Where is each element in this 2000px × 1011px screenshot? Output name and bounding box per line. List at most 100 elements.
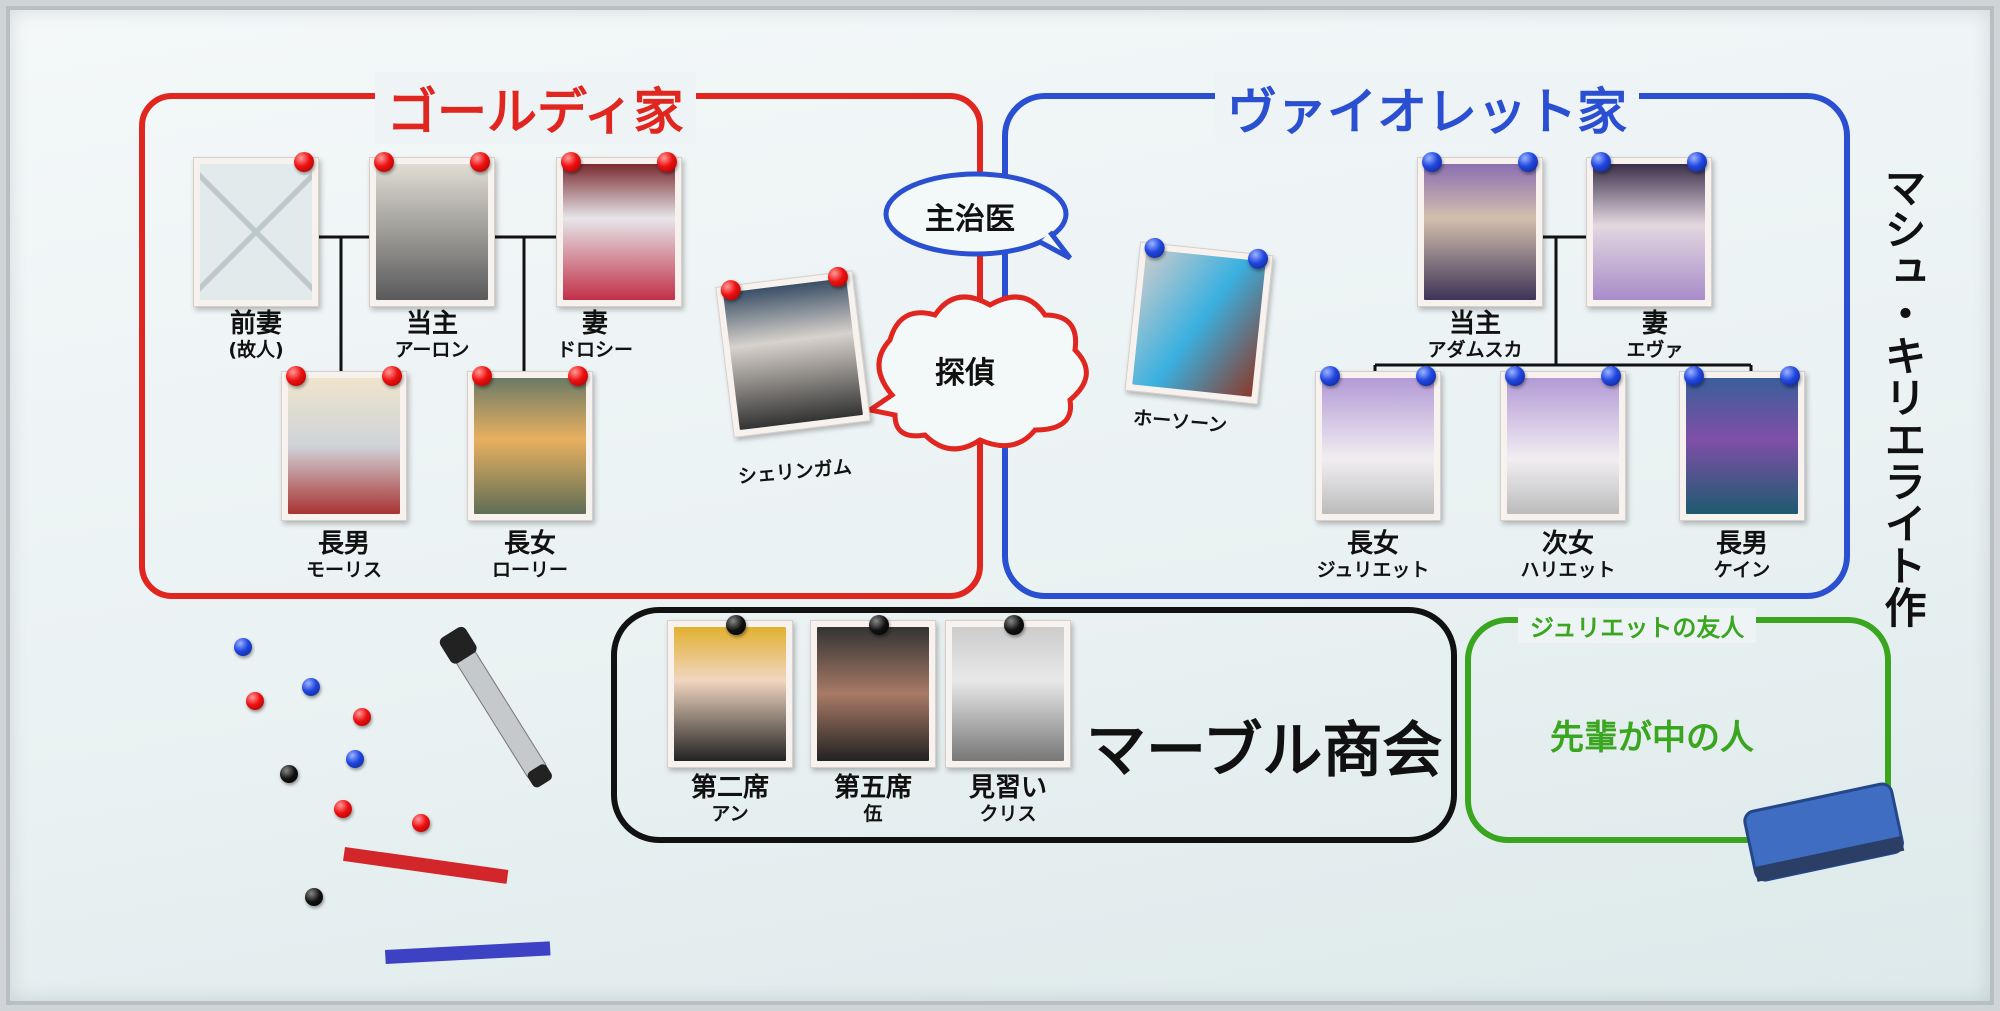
friend-box-title: ジュリエットの友人 [1518,608,1757,643]
marble-company-title: マーブル商会 [1086,716,1443,786]
name-text: アダムスカ [1427,338,1523,361]
name-text: エヴァ [1626,338,1684,361]
magnet[interactable] [302,678,320,696]
name-text: ドロシー [556,338,633,361]
magnet[interactable] [246,692,264,710]
role-text: 見習い [968,773,1047,803]
label-former-wife: 前妻(故人) [176,309,336,362]
portrait-image [952,627,1064,761]
photo-laurie[interactable] [467,366,593,521]
photo-go[interactable] [810,615,936,768]
name-text: ジュリエット [1316,558,1430,581]
name-text: 伍 [863,802,883,825]
name-text: アン [711,802,749,825]
role-text: 第五席 [833,773,912,803]
label-aaron: 当主アーロン [352,309,512,362]
pushpin-icon [472,366,492,386]
portrait-image [723,277,863,431]
photo-adamska[interactable] [1417,152,1543,307]
pushpin-icon [1416,366,1436,386]
role-text: 当主 [1448,309,1501,339]
pushpin-icon [1320,366,1340,386]
portrait-image [674,627,786,761]
role-text: 前妻 [229,309,282,339]
pushpin-icon [1780,366,1800,386]
portrait-image [1322,378,1434,514]
photo-ann[interactable] [667,615,793,768]
eraser [1743,782,1905,882]
friend-box-body: 先輩が中の人 [1550,718,1754,758]
photo-chris[interactable] [945,615,1071,768]
photo-juliet[interactable] [1315,366,1441,521]
portrait-image [200,164,312,300]
portrait-image [288,378,400,514]
pushpin-icon [1422,152,1442,172]
pushpin-icon [470,152,490,172]
whiteboard: ゴールディ家 ヴァイオレット家 ジュリエットの友人 先輩が中の人 マーブル商会 … [6,6,1994,1005]
label-dorothy: 妻ドロシー [515,309,675,362]
portrait-image [1424,164,1536,300]
portrait-image [563,164,675,300]
pushpin-icon [1684,366,1704,386]
magnet[interactable] [280,765,298,783]
photo-maurice[interactable] [281,366,407,521]
role-text: 妻 [1641,309,1668,339]
magnet[interactable] [353,708,371,726]
role-text: 妻 [581,309,608,339]
family-tree-lines [319,235,1753,371]
photo-harriet[interactable] [1500,366,1626,521]
marble-company-frame [611,607,1457,843]
pushpin-icon [382,366,402,386]
pushpin-icon [657,152,677,172]
role-text: 長女 [1346,529,1399,559]
portrait-image [474,378,586,514]
label-adamska: 当主アダムスカ [1395,309,1555,362]
pushpin-icon [1591,152,1611,172]
role-text: 当主 [405,309,458,339]
label-ann: 第二席アン [650,773,810,826]
photo-aaron[interactable] [369,152,495,307]
label-juliet: 長女ジュリエット [1293,529,1453,582]
role-text: 長男 [317,529,370,559]
violet-family-title: ヴァイオレット家 [1215,72,1639,144]
pushpin-icon [1687,152,1707,172]
photo-former-wife[interactable] [193,152,319,307]
portrait-image [817,627,929,761]
magnet[interactable] [305,888,323,906]
pushpin-icon [1004,615,1024,635]
name-text: モーリス [305,558,382,581]
pushpin-icon [1518,152,1538,172]
magnet[interactable] [334,800,352,818]
blue-magnet-bar [385,941,551,964]
name-text: クリス [979,802,1037,825]
photo-eva[interactable] [1586,152,1712,307]
photo-hawthorne[interactable] [1124,236,1274,405]
pushpin-icon [726,615,746,635]
magnet[interactable] [412,814,430,832]
pushpin-icon [294,152,314,172]
label-kane: 長男ケイン [1662,529,1822,582]
label-laurie: 長女ローリー [450,529,610,582]
role-text: 第二席 [690,773,769,803]
photo-dorothy[interactable] [556,152,682,307]
detective-thought-bubble [863,294,1089,452]
name-text: ローリー [491,558,568,581]
marker-pen [439,626,553,788]
label-maurice: 長男モーリス [264,529,424,582]
pushpin-icon [568,366,588,386]
detective-bubble-text: 探偵 [935,356,995,391]
label-harriet: 次女ハリエット [1488,529,1648,582]
portrait-image [1686,378,1798,514]
author-credit: マシュ・キリエライト作 [1878,166,1927,628]
pushpin-icon [1601,366,1621,386]
role-text: 次女 [1541,529,1594,559]
magnet[interactable] [346,750,364,768]
pushpin-icon [374,152,394,172]
magnet[interactable] [234,638,252,656]
pushpin-icon [1505,366,1525,386]
name-text: ハリエット [1520,558,1616,581]
photo-sheringham[interactable] [715,265,871,438]
photo-kane[interactable] [1679,366,1805,521]
doctor-bubble-text: 主治医 [925,202,1015,237]
goldie-family-title: ゴールディ家 [375,72,696,144]
